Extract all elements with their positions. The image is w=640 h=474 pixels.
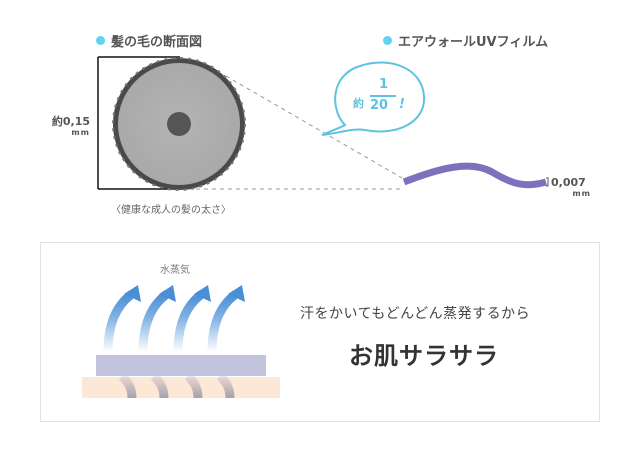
fraction-bar: [370, 95, 396, 97]
bullet-dot-icon: [383, 36, 392, 45]
bubble-numerator: 1: [379, 77, 389, 92]
bubble-prefix: 約: [353, 97, 364, 110]
panel-headline: お肌サラサラ: [349, 342, 499, 370]
hair-diameter-value: 約0,15: [51, 115, 90, 128]
breathability-panel: [40, 242, 600, 422]
speech-bubble: [321, 61, 426, 136]
hair-vs-film-diagram: [97, 56, 549, 191]
projection-line-top: [225, 75, 403, 179]
bubble-denominator: 20: [370, 98, 389, 113]
sweat-paths: [118, 372, 235, 399]
bubble-suffix: !: [399, 97, 405, 112]
breathability-illustration: [82, 285, 280, 399]
hair-diameter-unit: mm: [71, 128, 90, 137]
film-thickness-label: 0,007 mm: [551, 177, 591, 199]
hair-caption: 〈健康な成人の髪の太さ〉: [111, 205, 231, 216]
panel-tagline: 汗をかいてもどんどん蒸発するから: [300, 306, 531, 322]
hair-diameter-label: 約0,15 mm: [40, 116, 90, 138]
film-thickness-value: 0,007: [551, 176, 586, 189]
hair-section-title: 髪の毛の断面図: [111, 35, 203, 50]
film-thickness-unit: mm: [572, 189, 591, 198]
film-section-heading: エアウォールUVフィルム: [383, 31, 548, 50]
film-section-title: エアウォールUVフィルム: [398, 35, 549, 50]
bubble-content: 約 1 20 !: [353, 77, 413, 119]
diameter-bracket: [97, 56, 180, 190]
steam-label: 水蒸気: [160, 265, 190, 276]
thickness-bracket: [546, 177, 549, 187]
hair-section-heading: 髪の毛の断面図: [96, 31, 202, 50]
hair-cross-section-icon: [112, 57, 246, 191]
film-wave-icon: [402, 162, 547, 189]
steam-arrow-icons: [103, 285, 245, 353]
bullet-dot-icon: [96, 36, 105, 45]
skin-layer: [82, 377, 280, 398]
film-layer: [96, 355, 266, 376]
